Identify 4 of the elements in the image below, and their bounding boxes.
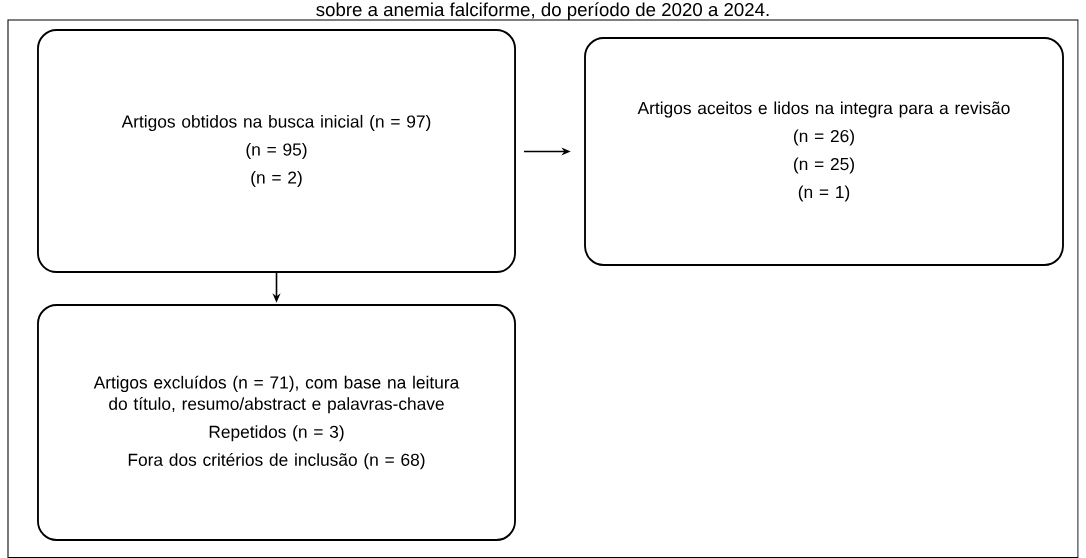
process-box: Artigos obtidos na busca inicial (n = 97) (n = 95) (n = 2) — [37, 29, 516, 273]
process-box: Artigos excluídos (n = 71), com base na leitura do título, resumo/abstract e palavras-chave Repetidos (n = 3) Fora dos critérios de inclusão (n = 68) — [37, 304, 516, 541]
title: sobre a anemia falciforme, do período de 2020 a 2024. — [316, 2, 769, 20]
process-box: Artigos aceitos e lidos na integra para a revisão (n = 26) (n = 25) (n = 1) — [584, 37, 1064, 266]
